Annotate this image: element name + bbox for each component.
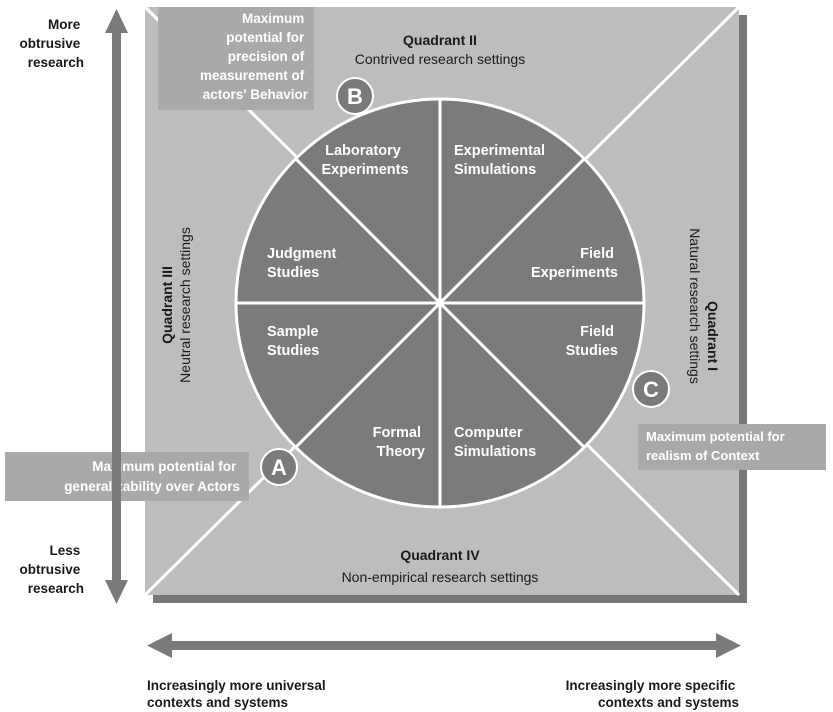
marker-b-caption-box	[158, 7, 314, 110]
marker-c-callout: Maximum potential for realism of Context…	[632, 370, 826, 470]
marker-a-caption-box	[5, 452, 249, 501]
strategy-laboratory-experiments: Laboratory Experiments	[321, 143, 408, 178]
quadrant-1-title: Quadrant I	[705, 301, 721, 371]
marker-c-circle	[632, 370, 670, 408]
marker-b-caption: Maximum potential for precision of measu…	[200, 11, 309, 102]
marker-c-letter: C	[643, 377, 659, 402]
quadrant-2-title: Quadrant II	[403, 32, 477, 48]
marker-a-letter: A	[271, 455, 287, 480]
strategy-computer-simulations: Computer Simulations	[454, 425, 536, 460]
marker-c-caption: Maximum potential for realism of Context	[646, 429, 788, 463]
marker-a-circle	[260, 448, 298, 486]
marker-a-callout: Maximum potential for generalizability o…	[5, 448, 298, 501]
horizontal-context-arrow	[147, 633, 741, 658]
marker-b-letter: B	[347, 84, 363, 109]
quadrant-1-subtitle: Natural research settings	[687, 228, 703, 384]
quadrant-2-subtitle: Contrived research settings	[355, 51, 525, 67]
quadrant-4-subtitle: Non-empirical research settings	[342, 569, 539, 585]
strategy-judgment-studies: Judgment Studies	[267, 246, 340, 281]
vertical-axis-bottom-label: Less obtrusive research	[19, 543, 84, 596]
marker-a-caption: Maximum potential for generalizability o…	[64, 459, 240, 494]
vertical-axis-top-label: More obtrusive research	[19, 17, 84, 70]
quadrant-3-title: Quadrant III	[159, 266, 175, 344]
horizontal-axis-left-label: Increasingly more universal contexts and…	[147, 678, 329, 710]
vertical-obtrusiveness-arrow	[105, 9, 128, 604]
strategy-field-studies: Field Studies	[566, 324, 618, 359]
marker-c-caption-box	[638, 424, 826, 470]
strategy-field-experiments: Field Experiments	[531, 246, 618, 281]
marker-b-callout: Maximum potential for precision of measu…	[158, 7, 374, 115]
wheel-divider-diagonal-2	[294, 157, 586, 449]
strategy-experimental-simulations: Experimental Simulations	[454, 143, 549, 178]
quadrant-3-subtitle: Neutral research settings	[177, 227, 193, 383]
strategy-sample-studies: Sample Studies	[267, 324, 323, 359]
horizontal-axis-right-label: Increasingly more specific contexts and …	[566, 678, 739, 710]
strategy-formal-theory: Formal Theory	[373, 425, 425, 460]
quadrant-4-title: Quadrant IV	[400, 547, 480, 563]
marker-b-circle	[336, 77, 374, 115]
